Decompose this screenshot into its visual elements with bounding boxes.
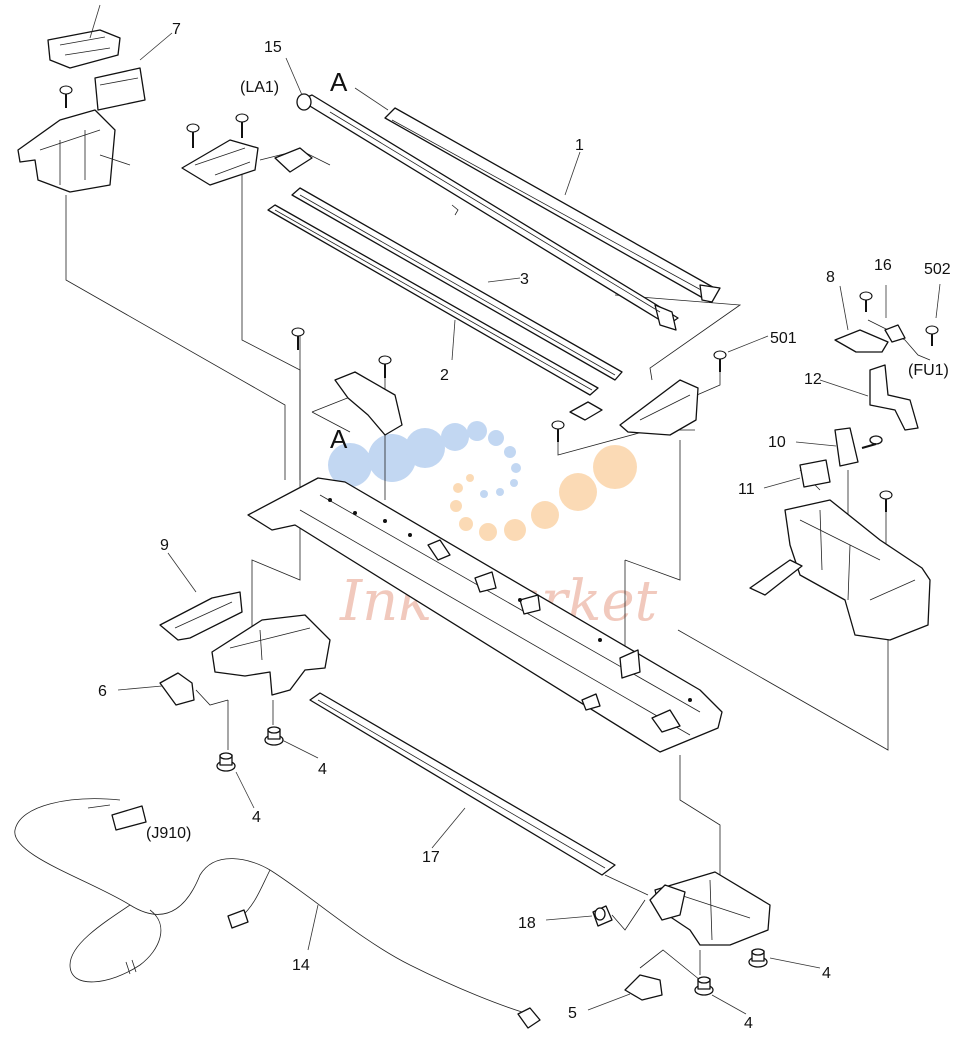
screw-icon [925,325,939,346]
callout-8: 8 [826,269,835,286]
part-5-clip [624,974,663,1001]
screw-icon [551,420,565,442]
foot-icon [216,752,236,772]
screw-icon [59,85,73,108]
connector-icon [517,1007,541,1029]
callout-4-c: 4 [822,965,831,982]
reference-a-top: A [330,67,348,97]
screw-icon [235,113,249,138]
callout-6: 6 [98,683,107,700]
callout-10: 10 [768,434,786,451]
foot-icon [748,948,768,968]
callout-501: 501 [770,330,797,347]
screw-icon [879,490,893,512]
reference-a-center: A [330,424,348,454]
callout-4-b: 4 [252,809,261,826]
callout-4-a: 4 [318,761,327,778]
connector-j910-icon [111,805,147,831]
part-18-sleeve [592,905,613,927]
part-12-bracket [869,364,919,431]
left-side-plate [211,614,331,696]
callout-16: 16 [874,257,892,274]
part-8-plate [834,329,889,353]
bottom-right-side-plate [649,871,771,946]
callout-3: 3 [520,271,529,288]
callout-labels: 7 15 (LA1) A 1 3 2 501 8 16 502 (FU1) 12… [98,21,951,1032]
callout-5: 5 [568,1005,577,1022]
screw-icon [378,355,392,378]
part-10-bracket [834,427,859,467]
label-j910: (J910) [146,825,191,842]
callout-4-d: 4 [744,1015,753,1032]
center-bracket-group [291,327,403,436]
connector-icon [227,909,249,929]
part-3-rail [291,187,623,381]
callout-9: 9 [160,537,169,554]
callout-17: 17 [422,849,440,866]
main-frame [247,477,723,753]
part-7-bracket-group [17,29,146,193]
foot-icon [694,976,714,996]
screw-icon [186,123,200,148]
part-15-roller [296,93,679,331]
right-assembly [749,291,939,641]
part-6-clip [159,672,195,706]
part-14-wire-harness [14,798,541,1029]
guide-lines [65,149,889,981]
label-la1: (LA1) [240,79,279,96]
screw-icon [859,291,873,312]
callout-15: 15 [264,39,282,56]
part-9-bracket [159,591,243,641]
right-mid-bracket-group [551,350,727,442]
part-2-rail [267,204,599,396]
callout-12: 12 [804,371,822,388]
callout-18: 18 [518,915,536,932]
part-1-rail [384,107,721,303]
callout-11: 11 [738,481,755,498]
callout-7: 7 [172,21,181,38]
part-17-strip [309,692,616,876]
label-fu1: (FU1) [908,362,949,379]
leader-lines [89,4,941,1015]
lamp-bracket-group [181,113,313,186]
callout-502: 502 [924,261,951,278]
callout-1: 1 [575,137,584,154]
callout-14: 14 [292,957,310,974]
watermark-logo [328,421,637,541]
part-11-label [799,459,831,488]
screw-icon [291,327,305,350]
foot-icon [264,726,284,746]
screw-icon [713,350,727,372]
callout-2: 2 [440,367,449,384]
